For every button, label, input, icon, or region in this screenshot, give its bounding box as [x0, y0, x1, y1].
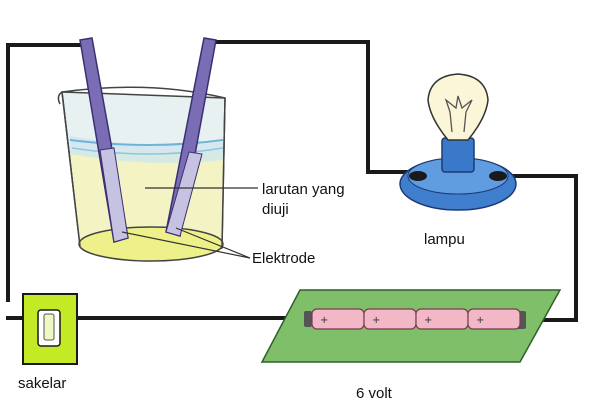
beaker-rim — [61, 86, 226, 99]
battery: + + + + — [260, 289, 562, 363]
switch — [22, 293, 78, 365]
cell-sign-1: + — [320, 315, 328, 326]
electrodes — [79, 37, 217, 243]
cell-sign-4: + — [476, 315, 484, 326]
beaker-spout — [57, 91, 63, 105]
electrode-left-tip — [99, 147, 129, 243]
electrode-label: Elektrode — [252, 250, 315, 267]
battery-label: 6 volt — [356, 385, 393, 402]
cell-sign-2: + — [372, 315, 380, 326]
beaker-bottom — [78, 226, 224, 262]
battery-cell-4 — [467, 308, 521, 330]
liquid-surface — [69, 139, 224, 146]
cell-sign-3: + — [424, 315, 432, 326]
battery-cells — [311, 308, 521, 330]
circuit-wires — [6, 40, 578, 322]
wire-top-to-lamp — [206, 40, 414, 174]
electrode-leader-1 — [121, 231, 251, 259]
solution-label-line2: diuji — [262, 201, 289, 218]
electrode-right-tip — [165, 151, 203, 237]
battery-cell-signs: + + + + — [320, 315, 484, 326]
electrode-leader-2 — [175, 227, 251, 259]
beaker-wall-left — [61, 91, 81, 247]
solution-label-line1: larutan yang — [262, 181, 345, 198]
lamp-label: lampu — [424, 231, 465, 248]
liquid-surface-2 — [71, 147, 224, 155]
light-bulb-icon — [427, 73, 489, 141]
lamp-terminal-right — [489, 171, 507, 181]
switch-lever — [43, 313, 55, 341]
lamp-terminal-left — [409, 171, 427, 181]
wire-left-loop — [6, 43, 87, 302]
battery-cap-left — [304, 311, 312, 327]
wire-lamp-to-battery — [498, 174, 578, 322]
beaker-wall-right — [221, 97, 226, 247]
lamp-socket — [441, 137, 475, 173]
bulb-filament — [444, 95, 473, 133]
labels: larutan yang diuji Elektrode lampu sakel… — [18, 181, 465, 402]
leader-lines — [121, 187, 258, 259]
lamp — [399, 73, 517, 211]
switch-label: sakelar — [18, 375, 66, 392]
